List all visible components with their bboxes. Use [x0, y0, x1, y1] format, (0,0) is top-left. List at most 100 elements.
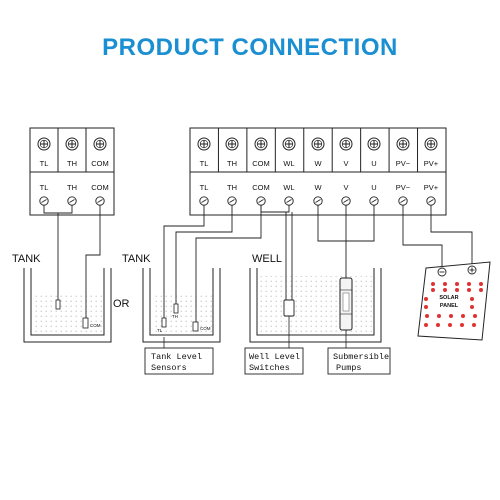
screw-head-icon: [311, 137, 325, 151]
main-bottom-label-wl: WL: [283, 183, 294, 192]
caption-well-level-line2: Switches: [249, 363, 290, 373]
sensor-tag-com: COM: [200, 326, 211, 331]
main-bottom-label-th: TH: [227, 183, 237, 192]
or-label: OR: [113, 298, 130, 310]
solar-cell-icon: [431, 282, 435, 286]
main-bottom-label-v: V: [343, 183, 348, 192]
solar-label-line1: SOLAR: [439, 295, 458, 301]
terminal-screw-icon: [67, 196, 77, 206]
caption-pumps-line1: Submersible: [333, 352, 389, 362]
solar-positive-terminal-icon: [467, 265, 477, 275]
tank-2-label: TANK: [122, 253, 151, 265]
terminal-screw-icon: [313, 196, 323, 206]
main-bottom-label-w: W: [314, 183, 322, 192]
caption-well-level-line1: Well Level: [249, 352, 300, 362]
solar-cell-icon: [472, 323, 476, 327]
well: WELL: [249, 253, 382, 343]
caption-tank-level-line2: Sensors: [151, 363, 187, 373]
submersible-pump: [339, 277, 353, 331]
screw-head-icon: [396, 137, 410, 151]
solar-negative-terminal-icon: [437, 267, 447, 277]
tank-1-label: TANK: [12, 253, 41, 265]
solar-cell-icon: [449, 314, 453, 318]
screw-head-icon: [197, 137, 211, 151]
terminal-screw-icon: [199, 196, 209, 206]
solar-cell-icon: [425, 314, 429, 318]
main-top-label-th: TH: [227, 159, 237, 168]
well-level-switch: [283, 299, 295, 317]
solar-cell-icon: [467, 288, 471, 292]
solar-cell-icon: [443, 282, 447, 286]
terminal-screw-icon: [398, 196, 408, 206]
caption-well-level-switches: Well Level Switches: [244, 316, 304, 375]
screw-head-icon: [339, 137, 353, 151]
main-bottom-label-com: COM: [252, 183, 270, 192]
terminal-screw-icon: [284, 196, 294, 206]
left-top-label-tl: TL: [40, 159, 49, 168]
screw-head-icon: [93, 137, 107, 151]
solar-cell-icon: [424, 297, 428, 301]
sensor-tag-th: TH: [172, 314, 178, 319]
main-top-label-w: W: [314, 159, 322, 168]
terminal-screw-icon: [227, 196, 237, 206]
solar-cell-icon: [431, 288, 435, 292]
terminal-screw-icon: [341, 196, 351, 206]
wiring: [43, 205, 473, 322]
solar-cell-icon: [470, 305, 474, 309]
left-bottom-label-tl: TL: [40, 183, 49, 192]
caption-tank-level-sensors: Tank Level Sensors: [144, 337, 214, 375]
screw-head-icon: [65, 137, 79, 151]
solar-cell-icon: [467, 282, 471, 286]
solar-panel: SOLAR PANEL: [417, 261, 491, 341]
solar-cell-icon: [437, 314, 441, 318]
caption-pumps-line2: Pumps: [336, 363, 362, 373]
solar-cell-icon: [448, 323, 452, 327]
tank-1-sensors: COM: [55, 299, 101, 329]
main-top-label-pv-minus: PV−: [396, 159, 411, 168]
left-top-label-th: TH: [67, 159, 77, 168]
solar-cell-icon: [460, 323, 464, 327]
solar-cell-icon: [455, 288, 459, 292]
solar-cell-icon: [424, 323, 428, 327]
solar-cell-icon: [443, 288, 447, 292]
main-terminal-block: TL TH COM WL W V U PV− PV+ TL TH COM WL …: [189, 127, 447, 216]
screw-head-icon: [424, 137, 438, 151]
page-title: PRODUCT CONNECTION: [102, 34, 398, 61]
screw-head-icon: [367, 137, 381, 151]
screw-head-icon: [282, 137, 296, 151]
main-bottom-label-u: U: [371, 183, 376, 192]
solar-label-line2: PANEL: [440, 303, 459, 309]
caption-submersible-pumps: Submersible Pumps: [327, 330, 391, 375]
left-bottom-label-th: TH: [67, 183, 77, 192]
screw-head-icon: [37, 137, 51, 151]
left-terminal-block: TL TH COM TL TH COM: [29, 127, 115, 216]
solar-cell-icon: [455, 282, 459, 286]
caption-tank-level-line1: Tank Level: [151, 352, 202, 362]
tank-2-sensors: TL TH COM: [157, 303, 211, 333]
tank-1: TANK: [12, 253, 112, 343]
main-top-label-wl: WL: [283, 159, 294, 168]
main-bottom-label-tl: TL: [200, 183, 209, 192]
main-top-label-v: V: [343, 159, 348, 168]
solar-cell-icon: [424, 305, 428, 309]
terminal-screw-icon: [95, 196, 105, 206]
tank-1-com-tag: COM: [90, 323, 101, 328]
left-top-label-com: COM: [91, 159, 109, 168]
terminal-screw-icon: [256, 196, 266, 206]
solar-cell-icon: [479, 288, 483, 292]
solar-cell-icon: [479, 282, 483, 286]
sensor-tag-tl: TL: [157, 328, 163, 333]
main-top-label-pv-plus: PV+: [424, 159, 439, 168]
main-top-label-u: U: [371, 159, 376, 168]
terminal-screw-icon: [426, 196, 436, 206]
terminal-screw-icon: [369, 196, 379, 206]
solar-cell-icon: [461, 314, 465, 318]
main-top-label-com: COM: [252, 159, 270, 168]
screw-head-icon: [225, 137, 239, 151]
main-bottom-label-pv-plus: PV+: [424, 183, 439, 192]
main-bottom-label-pv-minus: PV−: [396, 183, 411, 192]
solar-cell-icon: [436, 323, 440, 327]
main-top-label-tl: TL: [200, 159, 209, 168]
solar-cell-icon: [470, 297, 474, 301]
